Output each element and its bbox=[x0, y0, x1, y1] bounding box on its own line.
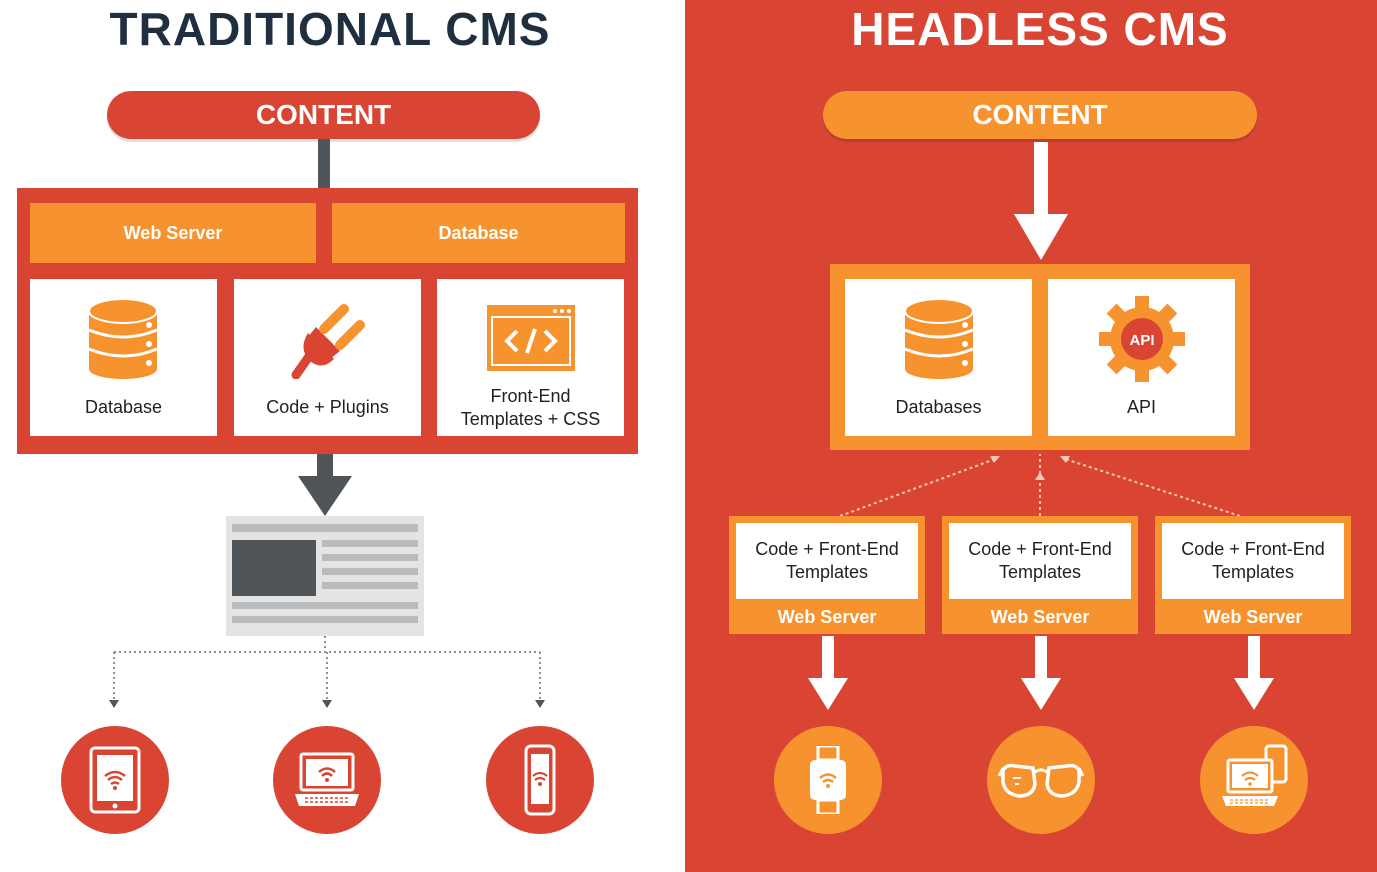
smartwatch-icon bbox=[810, 746, 846, 814]
api-connection-lines bbox=[840, 454, 1240, 517]
api-icon-text: API bbox=[1129, 332, 1154, 349]
api-gear-icon: API bbox=[1099, 296, 1185, 382]
desktop-devices-circle bbox=[1200, 726, 1308, 834]
smartwatch-device-circle bbox=[774, 726, 882, 834]
server-line2: Templates bbox=[998, 562, 1082, 582]
card-label-front-end-line2: Templates + CSS bbox=[460, 409, 601, 429]
tablet-icon bbox=[89, 746, 141, 814]
smart-glasses-icon bbox=[997, 763, 1085, 798]
traditional-card-front-end-templates: Front-End Templates + CSS bbox=[437, 279, 624, 436]
headless-card-api: API API bbox=[1048, 279, 1235, 436]
web-server-label-2: Web Server bbox=[990, 606, 1090, 627]
traditional-tab-database: Database bbox=[332, 203, 625, 263]
distribution-lines bbox=[109, 636, 545, 708]
desktop-devices-icon bbox=[1222, 744, 1288, 806]
headless-card-databases: Databases bbox=[845, 279, 1032, 436]
traditional-content-pill: CONTENT bbox=[107, 91, 540, 139]
database-icon bbox=[904, 298, 974, 379]
arrow-down-icon bbox=[1021, 636, 1061, 710]
smart-glasses-device-circle bbox=[987, 726, 1095, 834]
headless-title: HEADLESS CMS bbox=[851, 3, 1229, 55]
laptop-icon bbox=[295, 752, 359, 806]
web-server-content-3: Code + Front-End Templates bbox=[1162, 523, 1344, 599]
card-label-code-plugins: Code + Plugins bbox=[266, 397, 389, 417]
card-label-api: API bbox=[1126, 397, 1156, 417]
card-label-databases: Databases bbox=[895, 397, 982, 417]
web-server-box-1: Code + Front-End Templates Web Server bbox=[729, 516, 925, 634]
plug-icon bbox=[291, 304, 365, 379]
tablet-device-circle bbox=[61, 726, 169, 834]
web-server-box-2: Code + Front-End Templates Web Server bbox=[942, 516, 1138, 634]
server-line2: Templates bbox=[1211, 562, 1295, 582]
traditional-title: TRADITIONAL CMS bbox=[109, 3, 551, 55]
web-page-icon bbox=[226, 516, 424, 636]
headless-content-pill: CONTENT bbox=[823, 91, 1257, 139]
server-line1: Code + Front-End bbox=[968, 539, 1112, 559]
laptop-device-circle bbox=[273, 726, 381, 834]
code-window-icon bbox=[487, 305, 575, 371]
arrow-down-icon bbox=[808, 636, 848, 710]
database-icon bbox=[88, 298, 158, 379]
arrow-down-icon bbox=[1234, 636, 1274, 710]
traditional-card-code-plugins: Code + Plugins bbox=[234, 279, 421, 436]
arrow-down-icon bbox=[1014, 142, 1068, 260]
traditional-connector bbox=[318, 139, 330, 191]
server-line1: Code + Front-End bbox=[755, 539, 899, 559]
arrow-down-icon bbox=[298, 454, 352, 516]
smartphone-icon bbox=[524, 744, 556, 816]
server-line2: Templates bbox=[785, 562, 869, 582]
web-server-content-2: Code + Front-End Templates bbox=[949, 523, 1131, 599]
web-server-label-3: Web Server bbox=[1203, 606, 1303, 627]
card-label-database: Database bbox=[84, 397, 163, 417]
server-line1: Code + Front-End bbox=[1181, 539, 1325, 559]
web-server-box-3: Code + Front-End Templates Web Server bbox=[1155, 516, 1351, 634]
web-server-content-1: Code + Front-End Templates bbox=[736, 523, 918, 599]
traditional-card-database: Database bbox=[30, 279, 217, 436]
web-server-label-1: Web Server bbox=[777, 606, 877, 627]
card-label-front-end-line1: Front-End bbox=[490, 386, 571, 406]
traditional-tab-web-server: Web Server bbox=[30, 203, 316, 263]
smartphone-device-circle bbox=[486, 726, 594, 834]
